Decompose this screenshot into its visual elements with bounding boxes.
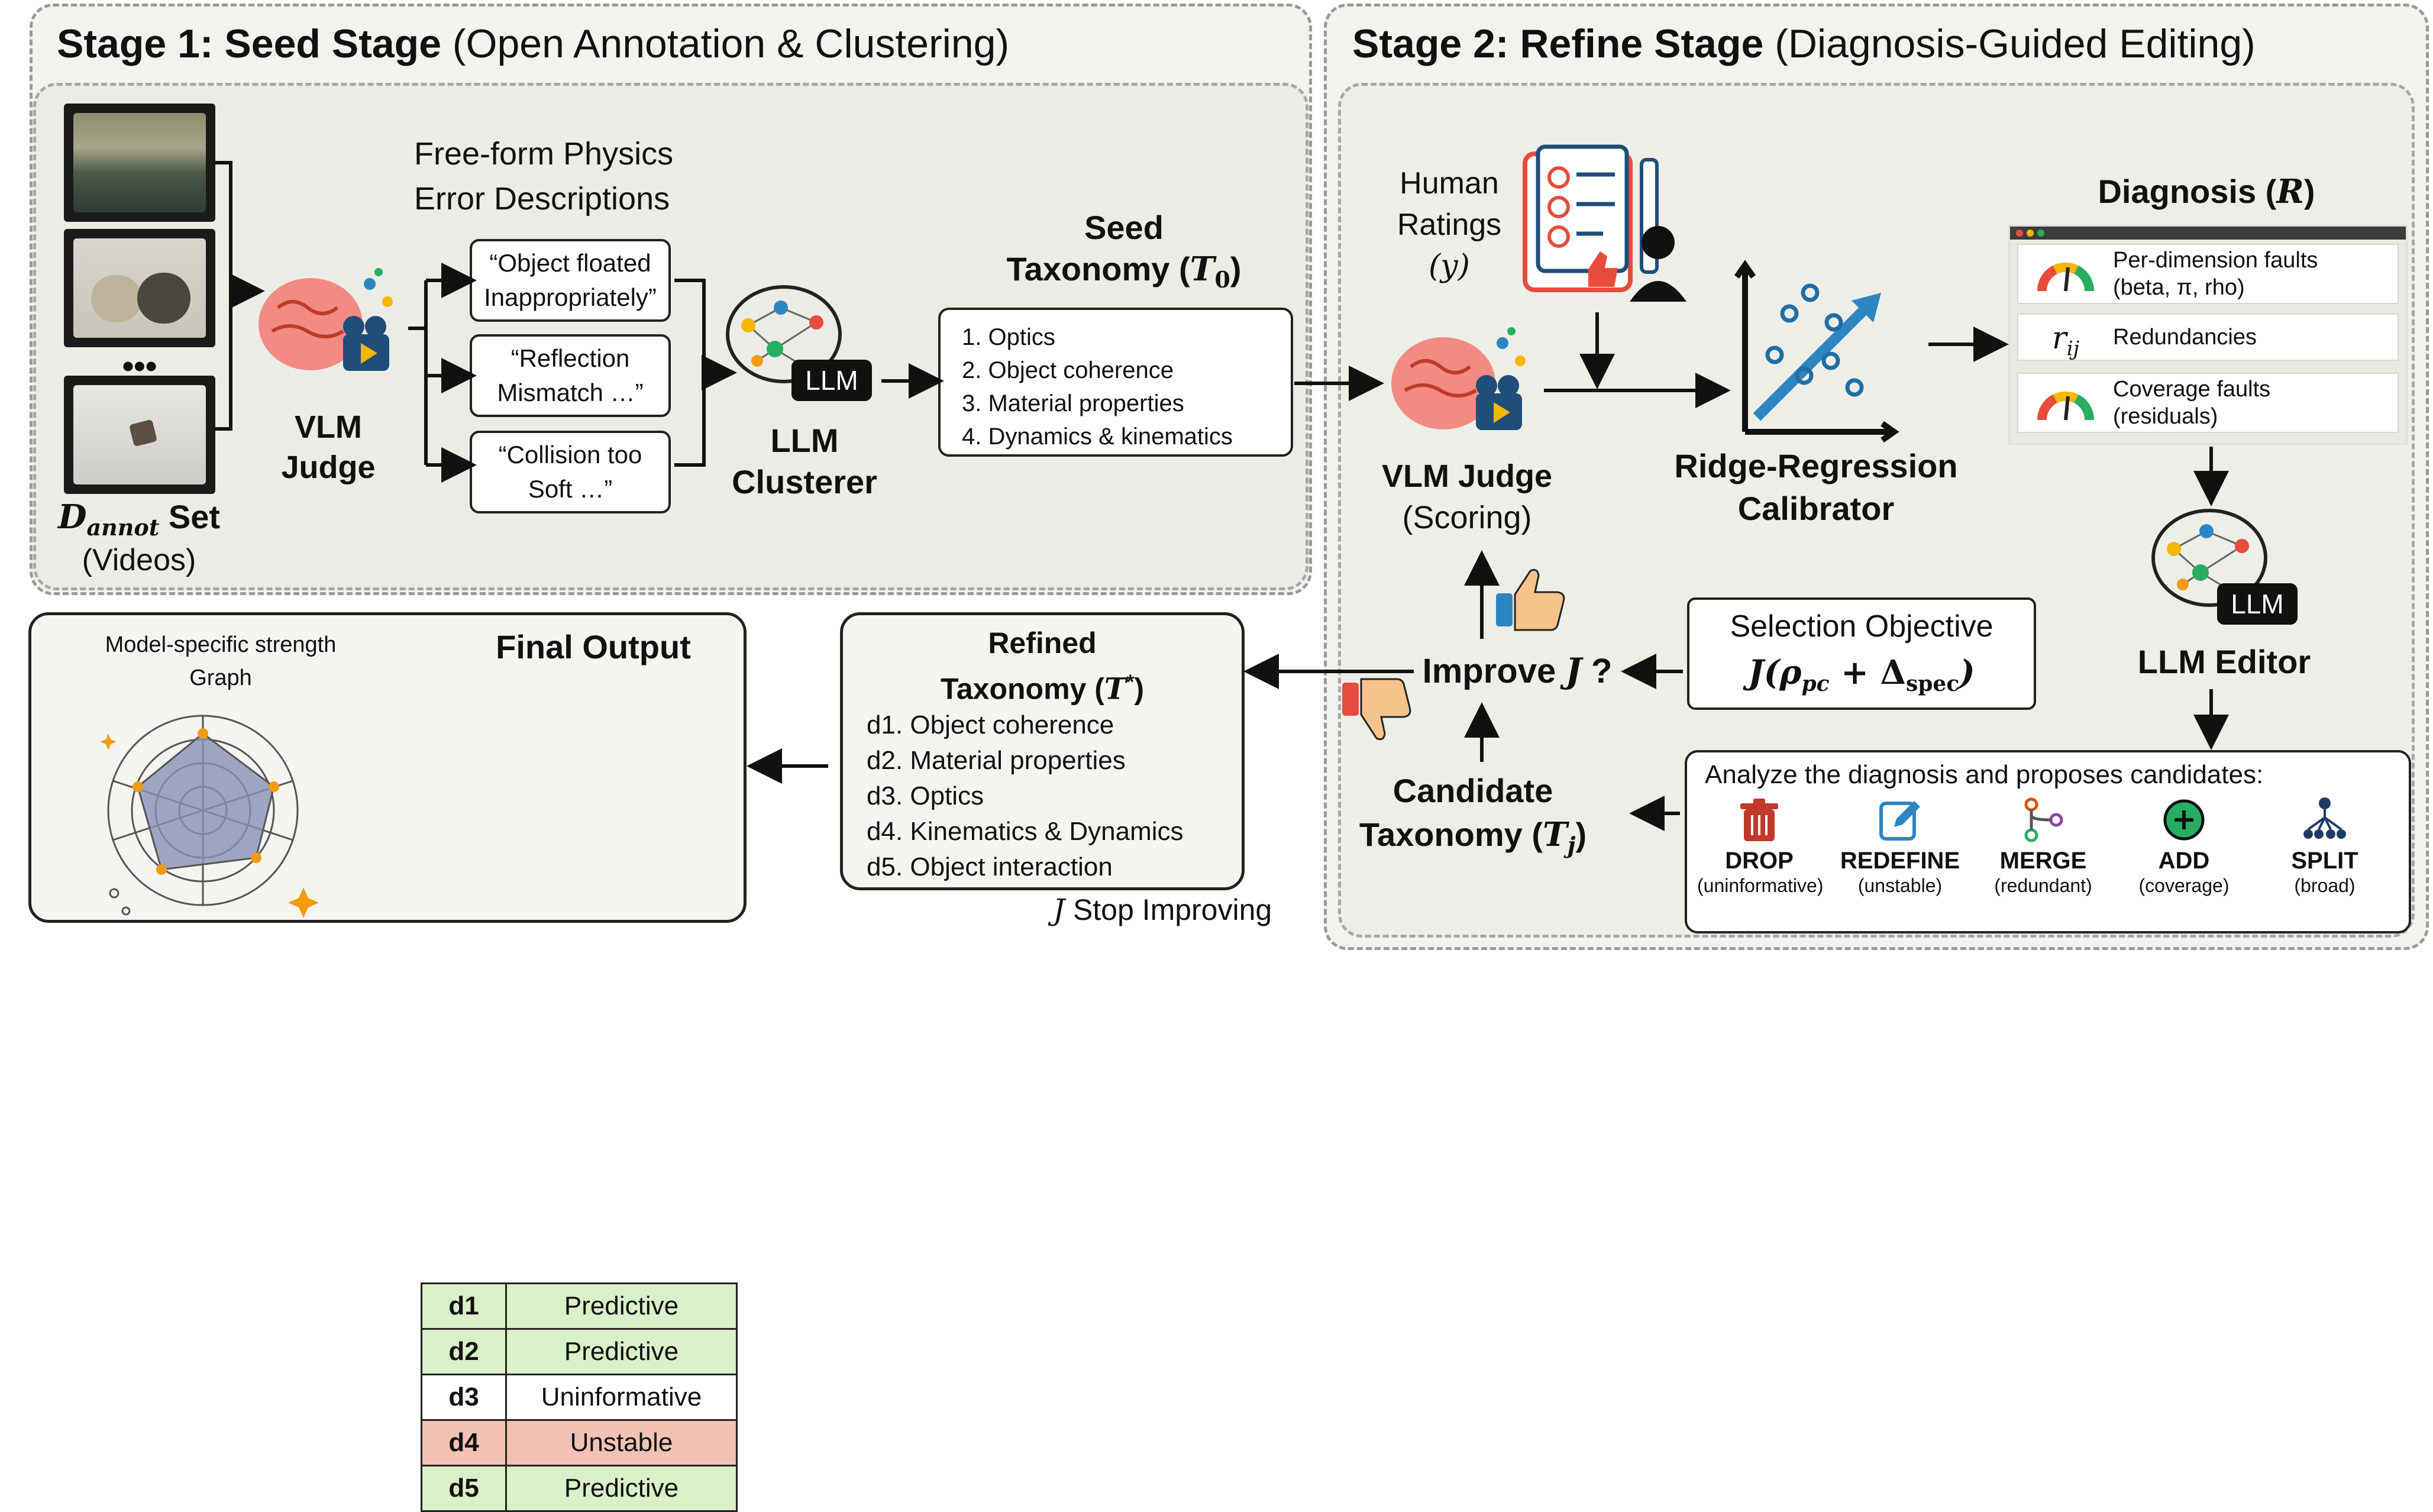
selection-formula: J(ρpc + Δspec) xyxy=(1748,653,1975,697)
edit-icon xyxy=(1876,796,1924,844)
llm-network-icon: LLM xyxy=(722,278,875,408)
thumbs-up-icon xyxy=(1494,565,1565,631)
video-thumb-lake xyxy=(73,113,206,212)
diag-row-per-dimension: Per-dimension faults(beta, π, rho) xyxy=(2017,244,2399,304)
op-drop: DROP(uninformative) xyxy=(1697,848,1824,896)
refined-item: d1. Object coherence xyxy=(867,710,1114,739)
stage2-title: Stage 2: Refine Stage (Diagnosis-Guided … xyxy=(1352,21,2256,66)
llm-network-icon-editor: LLM xyxy=(2147,502,2301,632)
diag-row-redundancies: rij Redundancies xyxy=(2017,314,2399,361)
op-redefine: REDEFINE(unstable) xyxy=(1840,848,1960,896)
rij-symbol: rij xyxy=(2051,321,2080,361)
gauge-icon xyxy=(2024,247,2107,302)
video-thumb-box xyxy=(73,385,206,484)
vlm-brain-camera-icon xyxy=(254,254,402,402)
radar-chart-icon xyxy=(100,698,327,923)
stop-improving-label: J Stop Improving xyxy=(1053,893,1272,927)
improve-j-label: Improve J ? xyxy=(1422,651,1613,691)
op-split: SPLIT(broad) xyxy=(2291,848,2358,896)
diag-row-coverage: Coverage faults(residuals) xyxy=(2017,373,2399,433)
llm-badge-stage1: LLM xyxy=(805,365,858,396)
thumbs-down-icon xyxy=(1340,678,1411,744)
video-filmstrip: ••• xyxy=(64,104,215,494)
film-frame-1 xyxy=(64,104,215,222)
trash-icon xyxy=(1736,796,1783,844)
llm-editor-label: LLM Editor xyxy=(2137,643,2311,680)
video-thumb-bags xyxy=(73,238,206,338)
film-frame-2 xyxy=(64,229,215,347)
seed-taxonomy-title: Seed Taxonomy (T0) xyxy=(1006,209,1242,293)
merge-icon xyxy=(2020,796,2067,844)
window-titlebar xyxy=(2010,227,2406,240)
split-icon xyxy=(2301,796,2348,844)
videos-label: (Videos) xyxy=(82,543,196,577)
seed-item: 1. Optics xyxy=(962,324,1055,350)
pipeline-diagram: Stage 1: Seed Stage (Open Annotation & C… xyxy=(28,4,2429,1512)
analyze-text: Analyze the diagnosis and proposes candi… xyxy=(1705,760,2264,789)
refined-item: d5. Object interaction xyxy=(867,852,1113,881)
film-frame-3 xyxy=(64,376,215,494)
llm-badge-editor: LLM xyxy=(2231,589,2284,619)
seed-item: 2. Object coherence xyxy=(962,357,1174,383)
gauge-icon xyxy=(2024,376,2107,431)
dannot-set-label: Dannot Set xyxy=(57,497,221,541)
refined-item: d4. Kinematics & Dynamics xyxy=(867,817,1184,846)
human-rating-clipboard-icon xyxy=(1514,142,1692,308)
vlm-judge-scoring-label: VLM Judge(Scoring) xyxy=(1381,458,1552,535)
selection-objective-title: Selection Objective xyxy=(1730,609,1993,644)
diagnosis-title: Diagnosis (R) xyxy=(2098,172,2315,211)
seed-item: 3. Material properties xyxy=(962,390,1184,416)
stage1-title: Stage 1: Seed Stage (Open Annotation & C… xyxy=(57,21,1010,66)
op-add: ADD(coverage) xyxy=(2138,848,2230,896)
operations-box: Analyze the diagnosis and proposes candi… xyxy=(1685,750,2411,933)
seed-taxonomy-list: 1. Optics 2. Object coherence 3. Materia… xyxy=(938,308,1293,457)
seed-item: 4. Dynamics & kinematics xyxy=(962,424,1233,450)
refined-items: d1. Object coherence d2. Material proper… xyxy=(867,707,1184,885)
refined-item: d3. Optics xyxy=(867,781,984,810)
op-merge: MERGE(redundant) xyxy=(1994,848,2092,896)
final-output-title: Final Output xyxy=(496,628,691,665)
vlm-brain-camera-icon-stage2 xyxy=(1378,314,1544,461)
refined-item: d2. Material properties xyxy=(867,746,1126,775)
plus-circle-icon xyxy=(2160,796,2208,844)
refined-taxonomy-title: Refined Taxonomy (T*) xyxy=(941,626,1144,706)
refined-taxonomy-box: Refined Taxonomy (T*) d1. Object coheren… xyxy=(840,612,1245,890)
scatter-plot-icon xyxy=(1733,260,1899,443)
candidate-taxonomy-label: Candidate Taxonomy (Tj) xyxy=(1359,772,1587,859)
selection-objective-box: Selection Objective J(ρpc + Δspec) xyxy=(1687,597,2036,710)
